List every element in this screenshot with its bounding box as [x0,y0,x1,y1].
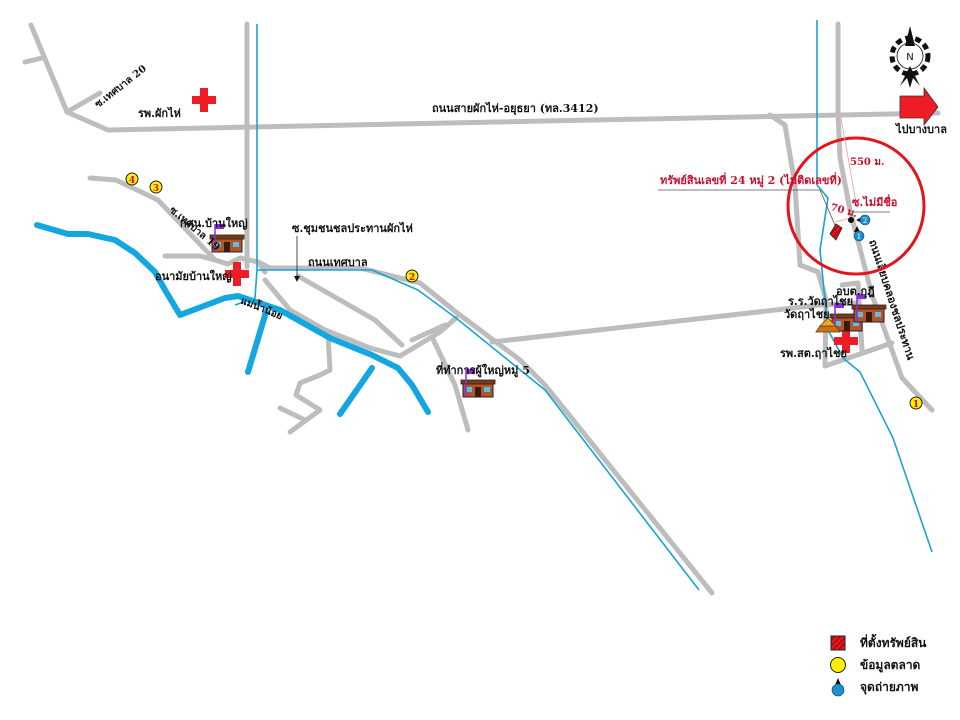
label-hosp-phakhai: รพ.ผักไห่ [138,106,181,120]
temple-icon [815,317,841,333]
label-school-wat: ร.ร.วัดฤาไชย [788,294,853,308]
legend-label-property: ที่ตั้งทรัพย์สิน [860,635,927,650]
road-east-link [489,300,861,345]
to-bangban-arrow-icon [899,86,939,127]
hospital-phakhai-icon [192,88,216,112]
mae-nam-noi-river [34,222,431,415]
label-property: ทรัพย์สินเลขที่ 24 หมู่ 2 (ไม่ติดเลขที่) [660,172,842,188]
legend: ที่ตั้งทรัพย์สิน ข้อมูลตลาด จุดถ่ายภาพ [826,632,926,698]
label-anamai: อนามัยบ้านใหญ่ [155,269,232,283]
legend-label-market: ข้อมูลตลาด [860,657,921,672]
svg-text:2: 2 [409,273,415,283]
river-tributary-2 [337,365,375,417]
road-soi-thetsaban-19 [87,175,268,275]
road-main-3412 [105,110,941,133]
svg-text:N: N [906,52,913,63]
road-moo5 [429,334,471,433]
label-soi-chumchon: ซ.ชุมชนชลประทานผักไห่ [292,221,413,236]
legend-item-photo: จุดถ่ายภาพ [826,676,926,698]
photo-point-icon [826,677,850,697]
svg-text:1: 1 [913,400,919,410]
road-soi-thetsaban-20 [64,90,103,115]
legend-item-market: ข้อมูลตลาด [826,654,926,676]
svg-text:4: 4 [129,176,135,186]
property-leader-line [658,189,838,231]
market-point-1[interactable]: 1 [909,396,923,410]
photo-point-1[interactable]: 1 [853,226,865,242]
label-to-bangban: ไปบางบาล [894,122,947,136]
road-northwest-spur [22,55,45,65]
canal-branch-west [234,269,258,306]
label-main-road: ถนนสายผักไห่-อยุธยา (ทล.3412) [432,101,599,116]
river-tributary-1 [245,309,269,375]
svg-text:1: 1 [857,233,861,241]
junction-dot [848,217,854,223]
property-location-icon [826,633,850,653]
label-hosp-tambon: รพ.สต.ฤาไชย [780,346,847,360]
property-highlight-circle [786,136,926,276]
road-east-loop [767,112,895,369]
pointer-arrow-icon [294,276,300,282]
svg-text:3: 3 [153,184,159,194]
svg-text:2: 2 [863,217,867,225]
compass-icon: N [889,26,931,88]
road-loop-west [262,277,459,359]
road-east-vertical [835,21,935,413]
label-obt: อบต.กุฎี [836,285,875,299]
label-kosono: กศน.บ้านใหญ่ [180,216,248,230]
label-wat: วัดฤาไชย [784,307,830,321]
label-soi-thetsaban-20: ซ.เทศบาล 20 [93,63,149,110]
road-moo5-link [409,322,448,343]
market-data-icon [826,655,850,675]
obt-icon [851,293,887,323]
property-location-icon[interactable] [829,223,843,241]
photo-point-2[interactable]: 2 [856,214,871,226]
legend-label-photo: จุดถ่ายภาพ [860,679,919,694]
river [34,222,431,417]
label-soi-unnamed: ซ.ไม่มีชื่อ [852,194,897,209]
market-point-3[interactable]: 3 [149,180,163,194]
label-thanon-thetsaban: ถนนเทศบาล [308,256,368,269]
dist-550-line [840,117,858,209]
label-dist-550: 550 ม. [850,157,884,168]
market-point-4[interactable]: 4 [125,172,139,186]
road-banyai-spur [162,253,218,263]
legend-item-property: ที่ตั้งทรัพย์สิน [826,632,926,654]
road-south-spur [277,405,308,423]
road-thetsaban [255,259,715,596]
market-point-2[interactable]: 2 [405,269,419,283]
road-northwest [28,22,111,133]
label-office-moo5: ที่ทำการผู้ใหญ่หมู่ 5 [436,362,530,378]
road-south-branch [287,332,333,435]
road-chumchon [295,273,405,348]
roads [22,21,941,596]
